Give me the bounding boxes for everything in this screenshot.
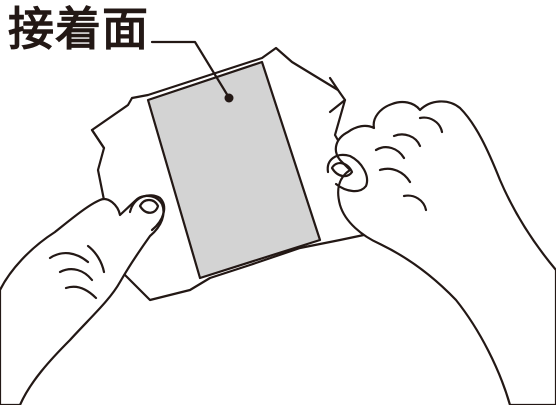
left-thumb (128, 194, 166, 232)
right-finger-creases (374, 116, 444, 212)
adhesive-surface-label: 接着面 (8, 2, 149, 56)
left-hand (0, 194, 165, 405)
leader-dot (224, 93, 234, 103)
right-hand (334, 100, 556, 405)
left-finger-creases (48, 244, 106, 300)
sheet-fold-right (328, 76, 347, 114)
right-thumbnail (330, 162, 354, 178)
adhesive-surface (146, 60, 322, 280)
left-thumbnail (138, 198, 160, 214)
leader-line (150, 40, 230, 98)
right-thumb (326, 153, 369, 193)
